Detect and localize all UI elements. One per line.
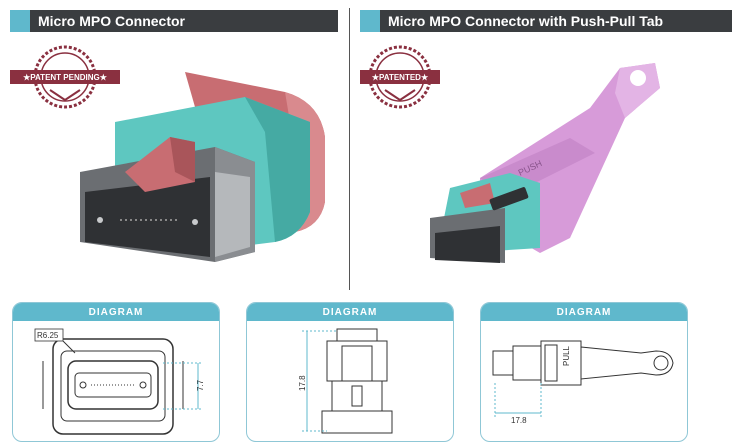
patent-pending-badge: ★PATENT PENDING★ [10, 42, 120, 112]
patented-badge: ★PATENTED★ [360, 42, 440, 112]
micro-mpo-push-pull-connector-image: PUSH [430, 63, 660, 263]
tab-pull-label: PULL [562, 345, 571, 366]
height-dimension-label: 17.8 [298, 375, 307, 391]
front-view-diagram: 7.7 R6.25 [34, 328, 205, 435]
badge-label: ★PATENT PENDING★ [10, 70, 120, 84]
right-panel-header: Micro MPO Connector with Push-Pull Tab [360, 10, 732, 32]
left-panel-header: Micro MPO Connector [10, 10, 338, 32]
radius-dimension-label: R6.25 [37, 331, 59, 340]
badge-label: ★PATENTED★ [360, 70, 440, 84]
top-view-diagram: PULL 17.8 [492, 340, 674, 425]
side-view-diagram: 17.8 [298, 328, 393, 434]
width-dimension-label: 17.8 [511, 416, 527, 425]
height-dimension-label: 7.7 [196, 379, 205, 391]
diagram-panel-top: DIAGRAM PULL 17.8 [480, 302, 688, 442]
diagram-panel-front: DIAGRAM 7.7 R6.25 [12, 302, 220, 442]
micro-mpo-connector-image [80, 72, 325, 262]
header-accent [10, 10, 30, 32]
diagram-header: DIAGRAM [13, 303, 219, 321]
right-panel-title: Micro MPO Connector with Push-Pull Tab [388, 13, 664, 29]
diagram-panel-side: DIAGRAM 17.8 [246, 302, 454, 442]
vertical-divider [349, 8, 350, 290]
diagram-header: DIAGRAM [481, 303, 687, 321]
diagram-header: DIAGRAM [247, 303, 453, 321]
header-accent [360, 10, 380, 32]
left-panel-title: Micro MPO Connector [38, 13, 186, 29]
